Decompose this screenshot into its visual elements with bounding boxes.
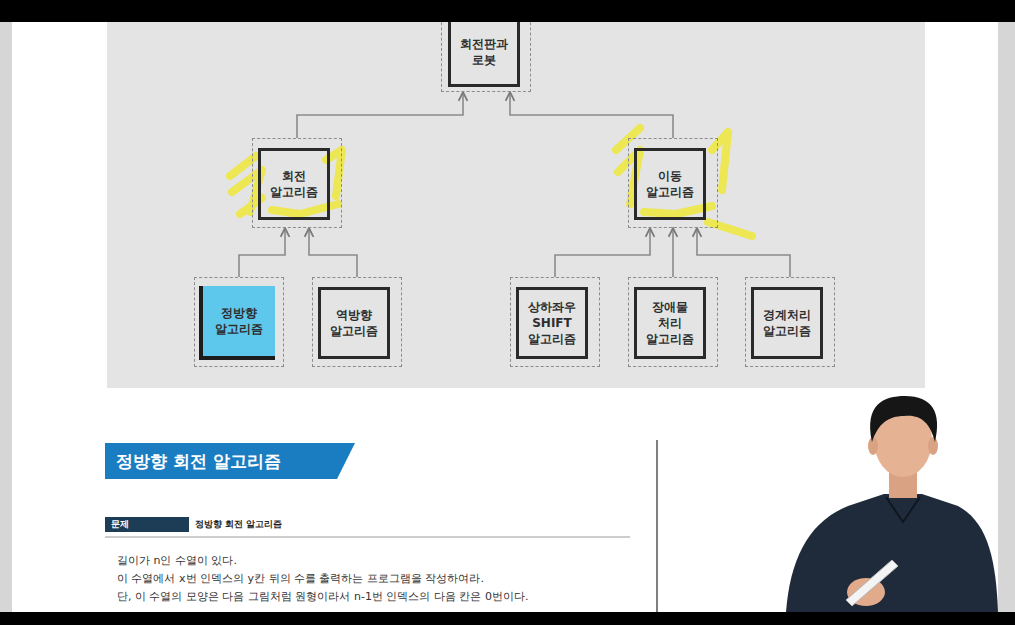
section-banner: 정방향 회전 알고리즘 bbox=[105, 443, 355, 479]
problem-title: 정방향 회전 알고리즘 bbox=[195, 517, 282, 532]
header-rule bbox=[105, 537, 630, 538]
node-label: 역방향 알고리즘 bbox=[325, 307, 383, 339]
hair bbox=[870, 396, 937, 442]
box-face: 회전판과 로봇 bbox=[448, 17, 520, 87]
tree-connector bbox=[555, 228, 650, 277]
text-group: 경계처리 알고리즘 bbox=[758, 307, 816, 339]
problem-text: 길이가 n인 수열이 있다. bbox=[117, 553, 237, 569]
node-label: 정방향 알고리즘 bbox=[210, 305, 268, 337]
scribble-stroke bbox=[644, 206, 712, 214]
box-face: 역방향 알고리즘 bbox=[318, 287, 390, 359]
tree-connector bbox=[510, 92, 673, 138]
ear bbox=[928, 437, 938, 455]
node-label: 상하좌우 SHIFT 알고리즘 bbox=[523, 299, 581, 348]
box-face: 정방향 알고리즘 bbox=[199, 286, 275, 360]
algorithm-box: 경계처리 알고리즘 bbox=[745, 277, 835, 367]
collar bbox=[886, 497, 920, 522]
text-group: 장애물 처리 알고리즘 bbox=[641, 299, 699, 348]
problem-text: 단, 이 수열의 모양은 다음 그림처럼 원형이라서 n-1번 인덱스의 다음 … bbox=[117, 589, 528, 605]
banner-fill bbox=[105, 443, 355, 479]
text-group: 정방향 알고리즘 bbox=[210, 305, 268, 337]
scribble-stroke bbox=[712, 132, 728, 190]
tree-connector bbox=[239, 228, 285, 277]
root-box: 회전판과 로봇 bbox=[441, 12, 531, 92]
algorithm-box: 역방향 알고리즘 bbox=[312, 277, 402, 367]
node-label: 장애물 처리 알고리즘 bbox=[641, 299, 699, 348]
presenter-figure bbox=[786, 396, 998, 612]
problem-tag: 문제 bbox=[105, 517, 189, 532]
diagram-panel bbox=[107, 22, 925, 388]
box-face: 경계처리 알고리즘 bbox=[751, 287, 823, 359]
tree-connector bbox=[672, 228, 674, 277]
text-group: 회전 알고리즘 bbox=[265, 168, 323, 200]
scribble-stroke bbox=[708, 222, 752, 236]
text-group: 정방향 회전 알고리즘 bbox=[105, 443, 281, 479]
tag-label: 문제 bbox=[105, 517, 189, 532]
text-group: 회전판과 로봇 bbox=[455, 36, 513, 68]
text-group: 역방향 알고리즘 bbox=[325, 307, 383, 339]
node-label: 이동 알고리즘 bbox=[641, 168, 699, 200]
category-box: 회전 알고리즘 bbox=[252, 138, 342, 228]
node-label: 회전 알고리즘 bbox=[265, 168, 323, 200]
tablet-pen bbox=[846, 560, 898, 606]
text-group: 이동 알고리즘 bbox=[641, 168, 699, 200]
algorithm-box: 상하좌우 SHIFT 알고리즘 bbox=[510, 277, 600, 367]
problem-text: 이 수열에서 x번 인덱스의 y칸 뒤의 수를 출력하는 프로그램을 작성하여라… bbox=[117, 571, 484, 587]
banner-heading: 정방향 회전 알고리즘 bbox=[116, 451, 281, 471]
bottom-bar bbox=[0, 612, 1015, 625]
algorithm-box: 장애물 처리 알고리즘 bbox=[628, 277, 718, 367]
tree-connector bbox=[309, 228, 357, 277]
column-divider bbox=[656, 440, 658, 612]
highlighter-scribble bbox=[616, 128, 752, 236]
box-face: 회전 알고리즘 bbox=[258, 148, 330, 220]
box-face: 장애물 처리 알고리즘 bbox=[634, 287, 706, 359]
highlighter-scribble bbox=[230, 150, 342, 214]
category-box: 이동 알고리즘 bbox=[628, 138, 718, 228]
tree-connector bbox=[297, 92, 463, 138]
box-face: 이동 알고리즘 bbox=[634, 148, 706, 220]
node-label: 경계처리 알고리즘 bbox=[758, 307, 816, 339]
selected-box: 정방향 알고리즘 bbox=[194, 277, 284, 367]
shirt bbox=[786, 494, 998, 612]
box-face: 상하좌우 SHIFT 알고리즘 bbox=[516, 287, 588, 359]
page-sheet bbox=[12, 0, 998, 625]
text-group: 상하좌우 SHIFT 알고리즘 bbox=[523, 299, 581, 348]
ear bbox=[868, 437, 878, 455]
node-label: 회전판과 로봇 bbox=[455, 36, 513, 68]
tree-connector bbox=[697, 228, 790, 277]
top-bar bbox=[0, 0, 1015, 22]
